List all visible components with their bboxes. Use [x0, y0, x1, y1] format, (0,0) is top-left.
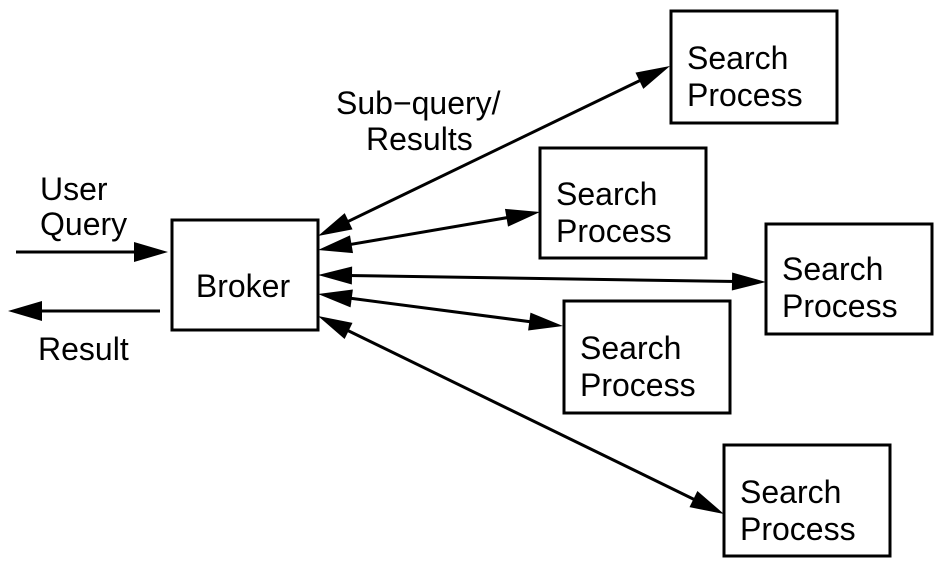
connector-3-broker-arrowhead — [318, 266, 353, 285]
search-process-1: Search Process — [669, 9, 839, 125]
search-process-4-line2: Process — [580, 367, 696, 403]
broker-box — [170, 218, 320, 332]
subquery-label-line2: Results — [366, 121, 473, 157]
search-process-5-line2: Process — [740, 511, 856, 547]
search-process-2-line2: Process — [556, 213, 672, 249]
result-arrowhead — [8, 301, 42, 321]
subquery-label-line1: Sub−query/ — [336, 85, 501, 121]
connector-5-broker-arrowhead — [318, 316, 353, 339]
connector-line-4 — [347, 296, 534, 324]
search-process-1-line1: Search — [687, 40, 788, 76]
search-process-4-line1: Search — [580, 330, 681, 366]
connector-1 — [344, 77, 644, 225]
search-process-4: Search Process — [562, 299, 732, 415]
search-process-2-line1: Search — [556, 176, 657, 212]
search-process-5: Search Process — [722, 443, 892, 558]
user-query-label-line1: User — [40, 171, 108, 207]
connector-4-broker-arrowhead — [318, 289, 353, 308]
result-label: Result — [38, 331, 129, 367]
connector-line-1 — [344, 77, 644, 225]
connector-2-process-arrowhead — [504, 208, 540, 227]
search-process-1-line2: Process — [687, 77, 803, 113]
connector-line-2 — [347, 215, 511, 247]
user-query-arrow — [16, 242, 168, 262]
connector-3 — [347, 273, 737, 284]
broker-label: Broker — [196, 268, 291, 304]
connector-2 — [347, 215, 511, 247]
user-query-arrowhead — [134, 242, 168, 262]
connector-3-process-arrowhead — [731, 272, 766, 291]
connector-line-5 — [344, 327, 698, 503]
connector-5 — [344, 327, 698, 503]
connector-line-3 — [347, 273, 737, 284]
connector-5-process-arrowhead — [689, 491, 724, 514]
search-process-3-line2: Process — [782, 288, 898, 324]
search-process-5-line1: Search — [740, 474, 841, 510]
connector-1-process-arrowhead — [635, 66, 670, 89]
search-process-box-2 — [538, 146, 708, 260]
search-process-box-5 — [722, 443, 892, 558]
connector-4-process-arrowhead — [528, 312, 563, 331]
connector-4 — [347, 296, 534, 324]
connector-1-broker-arrowhead — [318, 213, 353, 236]
broker-node: Broker — [170, 218, 320, 332]
search-process-3: Search Process — [764, 222, 934, 336]
search-process-3-line1: Search — [782, 251, 883, 287]
search-process-2: Search Process — [538, 146, 708, 260]
search-process-box-3 — [764, 222, 934, 336]
connector-2-broker-arrowhead — [318, 235, 354, 254]
user-query-label-line2: Query — [40, 206, 127, 242]
result-arrow — [8, 301, 160, 321]
search-process-box-1 — [669, 9, 839, 125]
broker-connectors — [318, 66, 766, 514]
search-process-box-4 — [562, 299, 732, 415]
